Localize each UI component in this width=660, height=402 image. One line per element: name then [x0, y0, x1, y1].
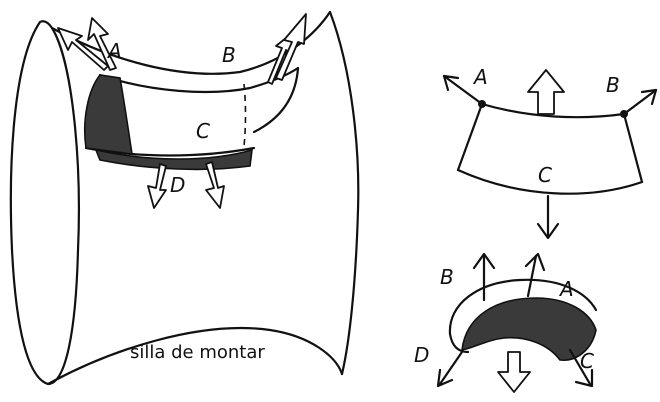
top-open-arrow-up	[528, 70, 564, 114]
saddle-right-edge	[330, 12, 358, 374]
saddle-shaded-side	[85, 75, 132, 154]
saddle-patch-hidden-edge	[244, 84, 246, 146]
bottom-patch-shaded	[462, 298, 596, 360]
bottom-right-figure: B A D C	[414, 254, 596, 392]
saddle-label-b: B	[222, 43, 236, 67]
saddle-label-a: A	[106, 39, 122, 63]
bottom-label-d: D	[414, 343, 429, 367]
top-patch-left-edge	[458, 104, 482, 170]
top-right-figure: A B C	[444, 65, 656, 238]
bottom-label-c: C	[580, 349, 594, 373]
bottom-open-arrow-down	[498, 352, 530, 392]
top-label-a: A	[472, 65, 488, 89]
saddle-arrow-d-left	[148, 164, 166, 208]
saddle-label-c: C	[196, 119, 210, 143]
top-label-b: B	[606, 73, 620, 97]
top-patch-right-edge	[624, 114, 642, 182]
bottom-label-a: A	[558, 277, 574, 301]
saddle-left-ellipse	[11, 21, 79, 384]
saddle-label-d: D	[170, 173, 185, 197]
top-label-c: C	[538, 163, 552, 187]
caption: silla de montar	[130, 342, 265, 363]
saddle-figure: A B C D silla de montar	[11, 12, 358, 384]
bottom-label-b: B	[440, 265, 454, 289]
bottom-arrow-d	[440, 352, 462, 384]
top-arrow-b	[624, 90, 656, 114]
